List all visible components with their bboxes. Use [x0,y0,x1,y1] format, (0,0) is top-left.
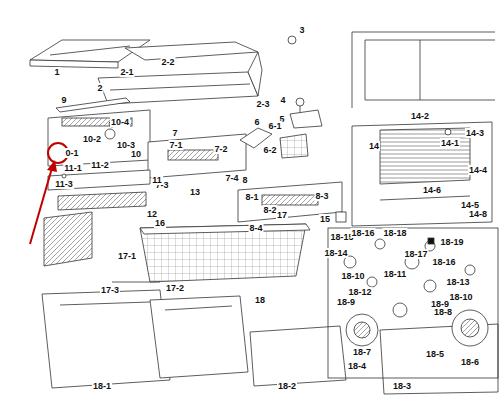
callout-number: 8-1 [244,192,259,202]
callout-number: 6-2 [262,145,277,155]
callout-number: 18-5 [425,349,445,359]
callout-number: 18-14 [323,248,348,258]
callout-number: 14-4 [468,165,488,175]
callout-number: 18-6 [460,357,480,367]
callout-number: 0-1 [64,148,79,158]
callout-number: 13 [189,187,201,197]
callout-number: 18-13 [445,277,470,287]
callout-number: 16 [154,218,166,228]
callout-number: 4 [279,95,286,105]
callout-number: 2-2 [160,57,175,67]
callout-number: 18-17 [403,249,428,259]
callout-number: 18-10 [448,292,473,302]
callout-number: 7-4 [224,173,239,183]
callout-number: 8-4 [248,223,263,233]
callout-number: 18-7 [352,347,372,357]
callout-number: 7-2 [213,144,228,154]
callout-number: 8-3 [314,191,329,201]
callout-number: 10 [130,149,142,159]
callout-number: 18-10 [340,271,365,281]
callout-number: 18 [254,295,266,305]
callout-number: 18-1 [92,381,112,391]
callout-number: 18-11 [383,269,408,279]
callout-number: 15 [319,214,331,224]
callout-number: 18-9 [336,297,356,307]
callout-number: 18-3 [392,381,412,391]
callout-number: 6-1 [267,121,282,131]
callout-number: 18-12 [347,287,372,297]
callout-number: 17-3 [100,285,120,295]
callout-number: 2-1 [119,67,134,77]
callout-number: 18-16 [431,257,456,267]
callout-number: 18-2 [277,381,297,391]
callout-number: 14-3 [465,128,485,138]
callout-number: 11 [151,175,163,185]
callout-number: 18-18 [382,228,407,238]
callout-number: 11-3 [54,179,74,189]
callout-number: 18-4 [347,361,367,371]
callout-number: 8 [241,175,248,185]
callout-number: 2-3 [255,99,270,109]
callout-number: 6 [253,117,260,127]
callout-number: 14-8 [468,209,488,219]
callout-number: 18-8 [433,307,453,317]
callout-number: 17-1 [117,251,137,261]
callout-number: 11-2 [90,160,110,170]
callout-number: 14-6 [422,185,442,195]
callout-number: 14 [368,141,380,151]
callout-number: 11-1 [63,163,83,173]
callout-number: 10-2 [82,134,102,144]
callout-number: 9 [60,95,67,105]
callout-number: 17-2 [165,283,185,293]
callout-number: 18-16 [350,228,375,238]
callout-number: 2 [96,83,103,93]
callout-number: 1 [53,67,60,77]
callout-number: 7-1 [168,140,183,150]
callout-number: 7 [171,128,178,138]
callout-number: 17 [276,210,288,220]
callout-number: 14-1 [440,138,460,148]
callout-number: 10-4 [110,117,130,127]
callout-number: 3 [298,25,305,35]
callout-number: 14-2 [410,111,430,121]
callout-number: 18-19 [439,237,464,247]
